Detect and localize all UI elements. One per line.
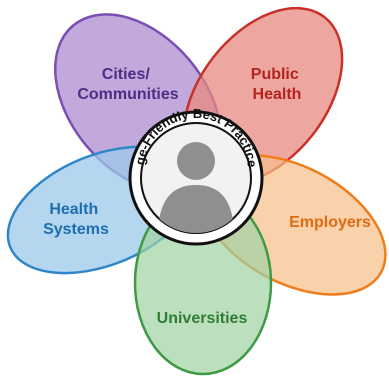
label-public-health: Public Health (251, 66, 303, 103)
person-silhouette-icon (158, 142, 234, 233)
label-employers: Employers (289, 214, 371, 231)
label-universities: Universities (157, 310, 248, 327)
label-cities-communities: Cities/ Communities (77, 66, 178, 103)
label-health-systems: Health Systems (43, 201, 109, 238)
